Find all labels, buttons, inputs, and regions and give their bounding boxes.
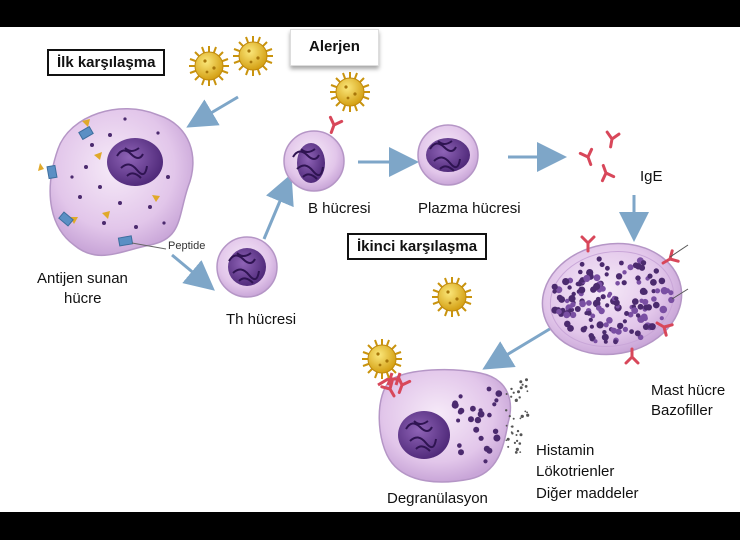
- degranulation-label: Degranülasyon: [387, 490, 488, 507]
- other-mediators-label: Diğer maddeler: [536, 485, 639, 502]
- allergen-icon: [431, 276, 473, 318]
- plasma-cell: [417, 124, 479, 186]
- ige-label: IgE: [640, 168, 663, 185]
- allergen-icon: [361, 338, 403, 380]
- allergen-label: Alerjen: [290, 29, 379, 66]
- allergen-icon: [188, 45, 230, 87]
- th-cell: [216, 236, 278, 298]
- diagram-graphic: [38, 35, 689, 483]
- plasma-cell-label: Plazma hücresi: [418, 200, 521, 217]
- histamine-label: Histamin: [536, 442, 595, 459]
- ige-antibodies: [578, 130, 621, 183]
- degranulating-cell: [377, 368, 530, 483]
- second-encounter-label: İkinci karşılaşma: [347, 233, 488, 260]
- b-cell: [283, 115, 345, 192]
- th-cell-label: Th hücresi: [226, 311, 297, 328]
- first-encounter-label: İlk karşılaşma: [47, 49, 166, 76]
- antigen-presenting-cell: [38, 108, 194, 257]
- basophils-label: Bazofiller: [651, 402, 713, 419]
- mast-cell-label: Mast hücre: [651, 382, 726, 399]
- b-cell-label: B hücresi: [308, 200, 371, 217]
- mast-cell: [541, 235, 689, 365]
- peptide-label: Peptide: [168, 240, 206, 252]
- apc-label-line2: hücre: [64, 290, 102, 307]
- allergen-icon: [232, 35, 274, 77]
- flow-arrows: [171, 95, 649, 370]
- leukotrienes-label: Lökotrienler: [536, 463, 615, 480]
- apc-label-line1: Antijen sunan: [37, 270, 128, 287]
- diagram-canvas: İlk karşılaşma Alerjen İkinci karşılaşma…: [0, 27, 740, 512]
- allergen-icon: [329, 71, 371, 113]
